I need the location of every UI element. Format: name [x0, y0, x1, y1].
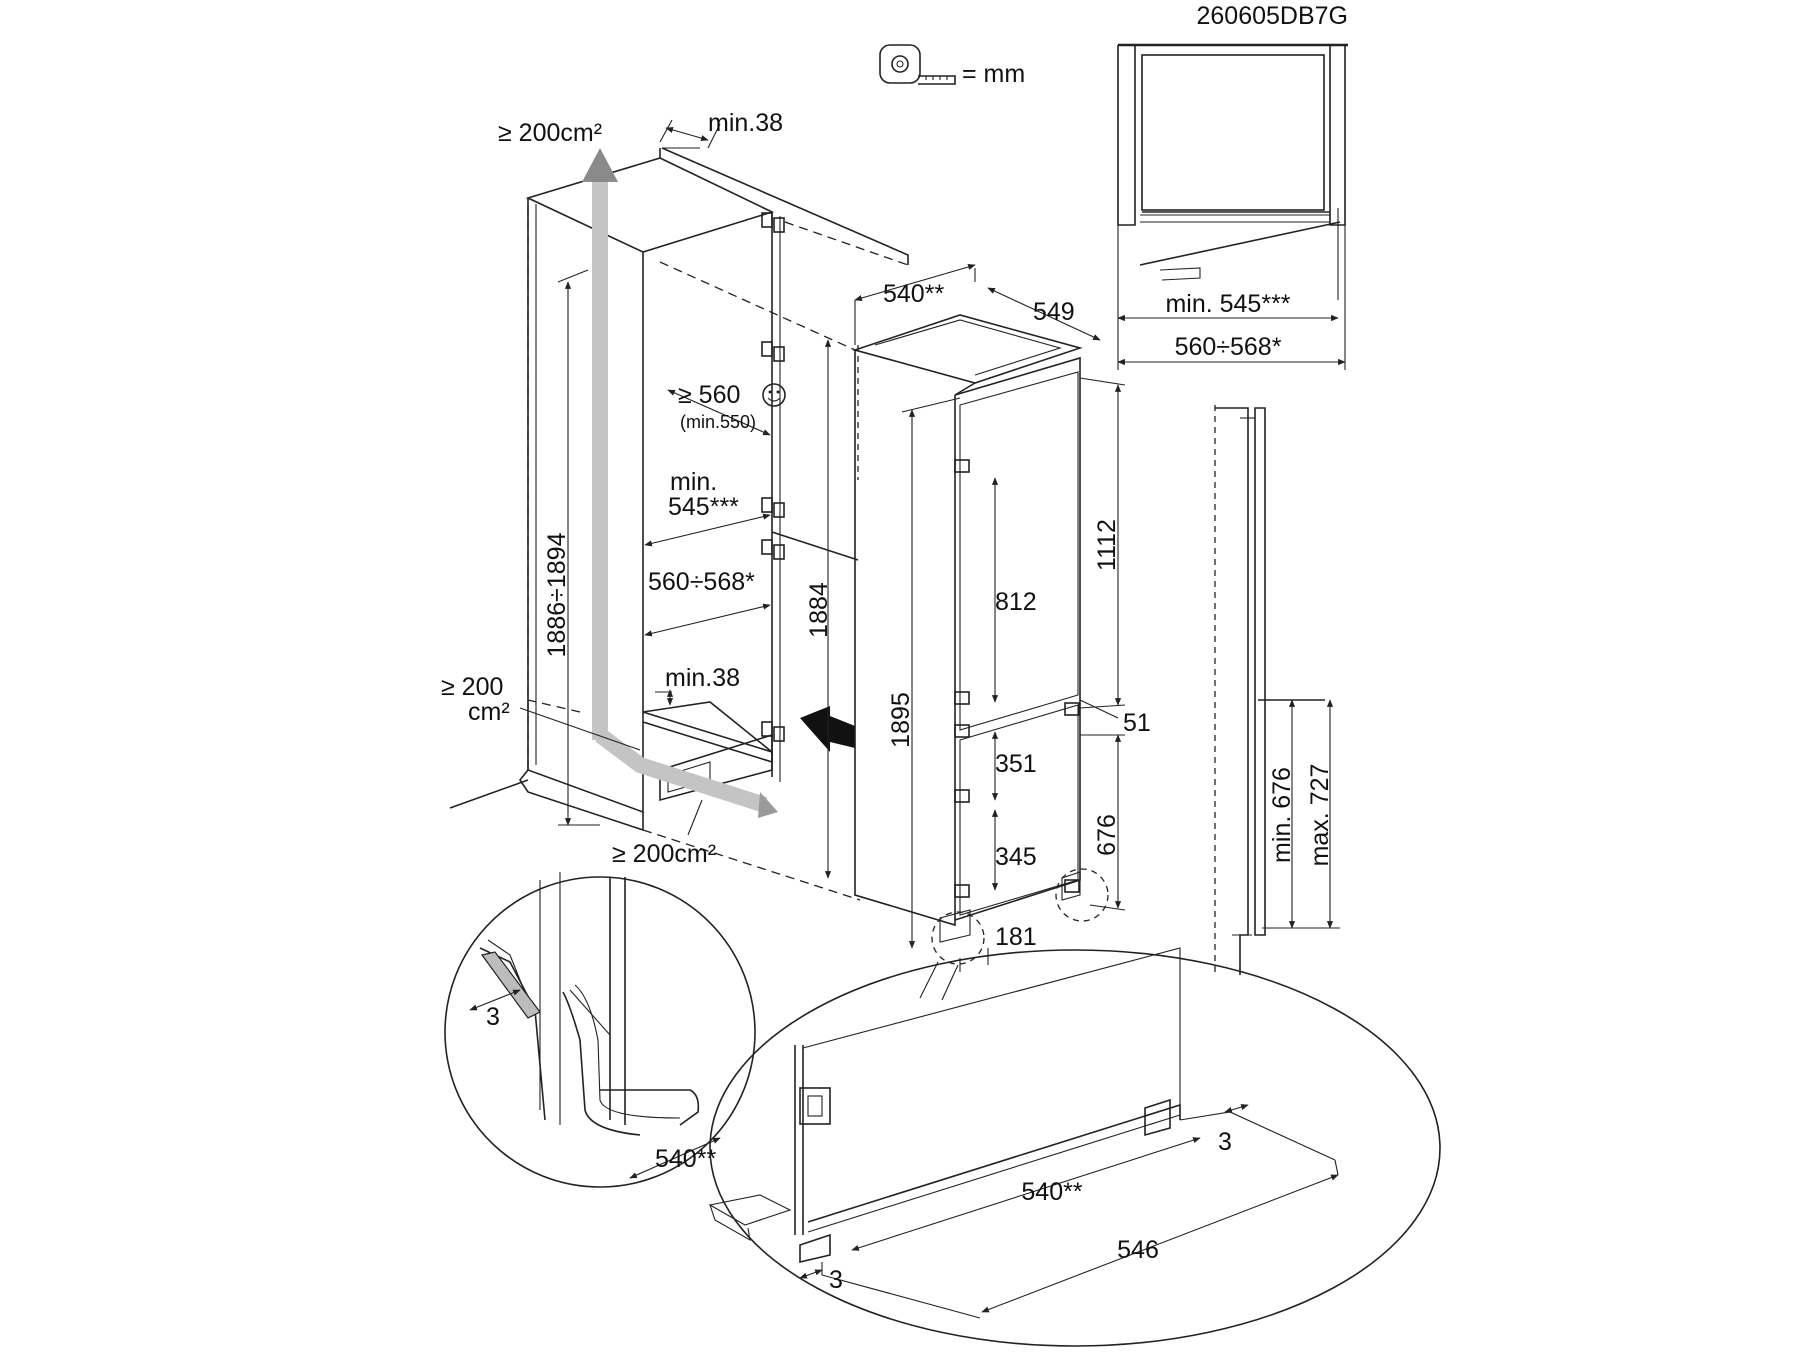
appliance-lower-height: 676	[1093, 814, 1121, 856]
tape-measure-icon	[879, 44, 956, 85]
vent-top-label: ≥ 200cm²	[498, 119, 602, 147]
vent-bottom-side-2: cm²	[468, 698, 510, 726]
detail-left	[444, 872, 756, 1188]
detail-bottom-gap-right: 3	[1218, 1128, 1232, 1156]
niche-inner-height: 1884	[805, 582, 833, 638]
appliance-gap: 51	[1123, 709, 1151, 737]
niche-top-gap: min.38	[708, 109, 783, 137]
niche-height: 1886÷1894	[543, 532, 571, 657]
diagram-code: 260605DB7G	[1196, 2, 1348, 30]
appliance-upper-door: 812	[995, 588, 1037, 616]
detail-circle-left	[931, 911, 985, 965]
appliance-drawing	[852, 314, 1083, 943]
niche-width: 560÷568*	[648, 568, 755, 596]
side-view-min: min. 676	[1268, 767, 1296, 863]
appliance-hinges	[954, 459, 1080, 898]
appliance-base: 181	[995, 923, 1037, 951]
niche-hinges	[761, 212, 785, 742]
appliance-width: 540**	[883, 280, 944, 308]
detail-bottom-width: 540**	[1021, 1178, 1082, 1206]
niche-min-depth-value: 545***	[668, 493, 739, 521]
smiley-icon	[762, 383, 786, 407]
niche-recommended-depth-min: (min.550)	[680, 412, 756, 432]
niche-bottom-gap: min.38	[665, 664, 740, 692]
appliance-lower-door-top: 351	[995, 750, 1037, 778]
airflow-arrows	[582, 148, 778, 818]
appliance-depth: 549	[1033, 298, 1075, 326]
side-view-max: max. 727	[1306, 764, 1334, 867]
detail-left-width: 540**	[655, 1145, 716, 1173]
top-view-min-depth: min. 545***	[1165, 290, 1290, 318]
niche-drawing	[449, 147, 909, 901]
top-view-drawing	[1117, 43, 1348, 370]
detail-circle-right	[1055, 868, 1109, 922]
appliance-upper-height: 1112	[1093, 519, 1121, 571]
detail-bottom-depth: 546	[1117, 1236, 1159, 1264]
detail-bottom	[708, 947, 1441, 1347]
niche-min-depth-label: min.	[670, 468, 717, 496]
appliance-lower-door-bottom: 345	[995, 843, 1037, 871]
units-legend: = mm	[962, 60, 1025, 88]
detail-left-gap: 3	[486, 1003, 500, 1031]
top-view-width: 560÷568*	[1175, 333, 1282, 361]
vent-bottom-label: ≥ 200cm²	[612, 840, 716, 868]
appliance-height: 1895	[887, 692, 915, 748]
side-view-drawing	[1214, 405, 1325, 975]
niche-recommended-depth: ≥ 560	[678, 381, 740, 409]
vent-bottom-side-1: ≥ 200	[441, 673, 503, 701]
detail-bottom-gap-left: 3	[829, 1266, 843, 1294]
